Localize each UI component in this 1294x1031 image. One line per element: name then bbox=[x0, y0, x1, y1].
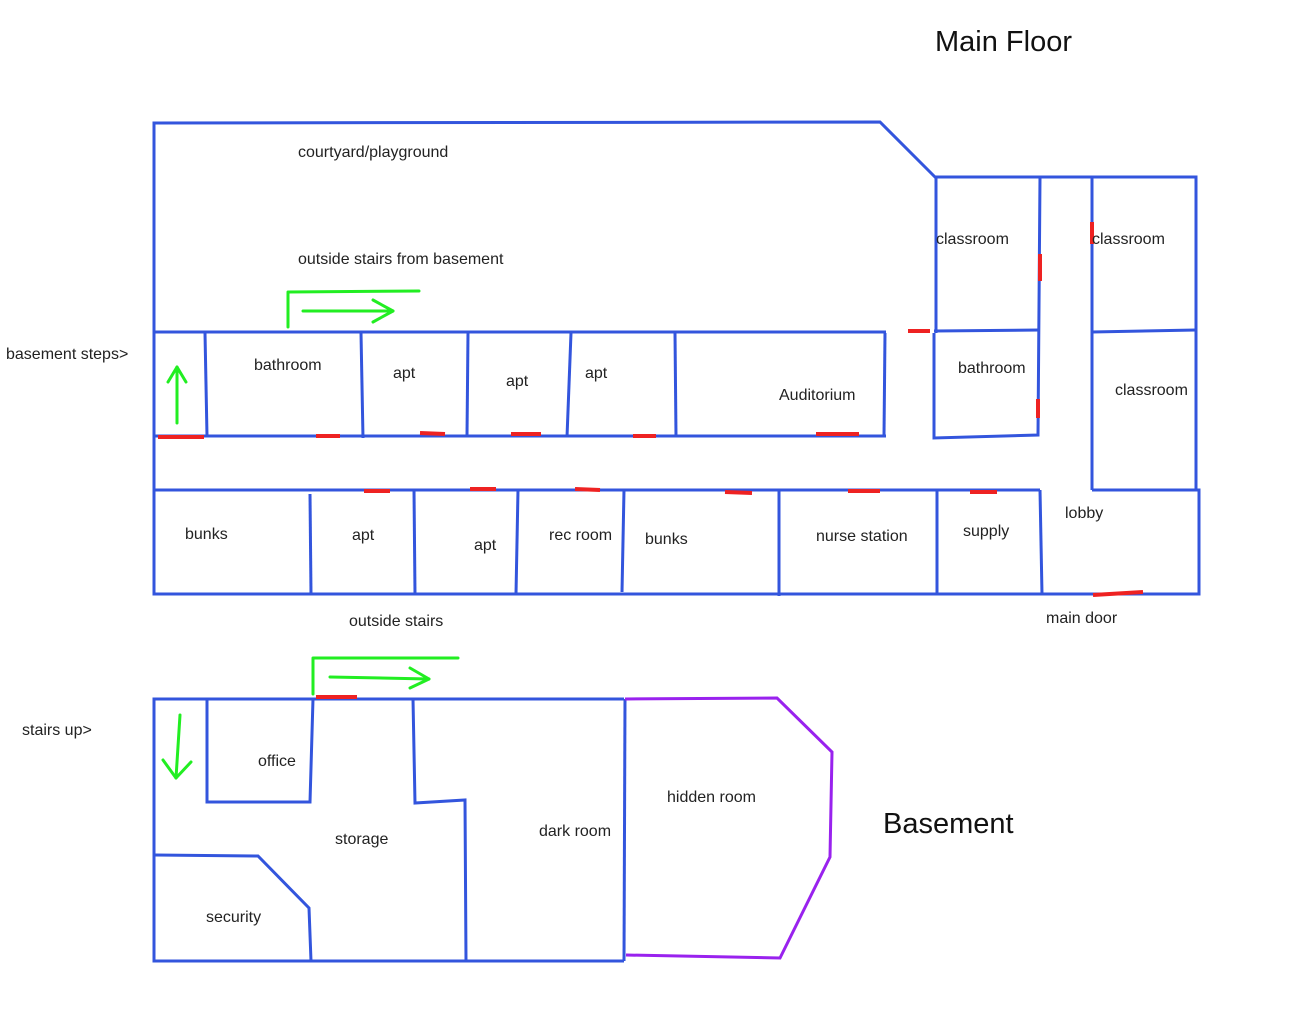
outside-stairs-basement-arrowhead-icon bbox=[371, 298, 395, 324]
room-rec-room: rec room bbox=[549, 527, 613, 544]
wall-apt-auditorium bbox=[673, 332, 678, 437]
door-rec-room bbox=[574, 487, 601, 492]
door-bunks-2 bbox=[724, 490, 753, 495]
room-apt-2: apt bbox=[506, 373, 529, 390]
door-apt-1 bbox=[419, 431, 446, 436]
storage-east-wall bbox=[411, 698, 468, 962]
door-main bbox=[1092, 590, 1144, 597]
hidden-room-walls bbox=[624, 696, 834, 960]
arrow-down-icon bbox=[161, 758, 193, 780]
wall-apt-apt bbox=[465, 332, 470, 437]
room-lobby: lobby bbox=[1065, 505, 1104, 522]
office-walls bbox=[205, 698, 315, 804]
room-apt-4: apt bbox=[352, 527, 375, 544]
arrow-right-icon bbox=[408, 666, 431, 690]
outside-stairs-basement-bracket bbox=[286, 289, 421, 329]
room-apt-5: apt bbox=[474, 537, 497, 554]
room-storage: storage bbox=[335, 831, 389, 848]
outside-stairs-label: outside stairs bbox=[349, 613, 444, 630]
room-bathroom-right: bathroom bbox=[958, 360, 1026, 377]
room-security: security bbox=[206, 909, 262, 926]
room-apt-1: apt bbox=[393, 365, 416, 382]
main-floor-title: Main Floor bbox=[935, 26, 1072, 58]
wall-apt-rec bbox=[514, 489, 520, 595]
arrow-up-icon bbox=[166, 365, 188, 384]
wall-apt-apt-south bbox=[412, 489, 417, 595]
room-bunks-2: bunks bbox=[645, 531, 688, 548]
courtyard-label: courtyard/playground bbox=[298, 144, 449, 161]
room-hidden-room: hidden room bbox=[667, 789, 756, 806]
wall-rec-bunks bbox=[620, 489, 626, 593]
wall-stair-bathroom bbox=[203, 332, 209, 437]
basement-outline bbox=[152, 697, 624, 963]
wall-classroom-classroom bbox=[1091, 328, 1197, 334]
room-classroom-3: classroom bbox=[1115, 382, 1188, 399]
courtyard-wall bbox=[152, 120, 938, 333]
room-supply: supply bbox=[963, 523, 1010, 540]
room-bathroom-left: bathroom bbox=[254, 357, 322, 374]
room-nurse-station: nurse station bbox=[816, 528, 908, 545]
basement-stair-arrows bbox=[161, 656, 460, 780]
outside-stairs-arrow-shaft bbox=[328, 675, 431, 681]
wall-bunks-apt bbox=[308, 493, 313, 595]
stairs-up-label: stairs up> bbox=[22, 722, 92, 739]
wall-dark-hidden bbox=[622, 698, 627, 962]
wall-apt-apt-2 bbox=[565, 332, 573, 438]
basement-title: Basement bbox=[883, 808, 1014, 840]
security-walls bbox=[154, 853, 313, 962]
room-classroom-1: classroom bbox=[936, 231, 1009, 248]
main-door-label: main door bbox=[1046, 610, 1118, 627]
room-bunks-1: bunks bbox=[185, 526, 228, 543]
room-classroom-2: classroom bbox=[1092, 231, 1165, 248]
main-floor-doors bbox=[158, 222, 1144, 597]
wall-classroom-bathroom bbox=[933, 328, 1041, 333]
bathroom-right-walls bbox=[932, 176, 1042, 440]
outside-stairs-from-basement-label: outside stairs from basement bbox=[298, 251, 504, 268]
room-dark-room: dark room bbox=[539, 823, 612, 840]
main-floor-stair-arrows bbox=[166, 289, 421, 425]
room-office: office bbox=[258, 753, 296, 770]
stairs-up-arrow-shaft bbox=[174, 713, 182, 780]
wall-auditorium-east bbox=[882, 332, 887, 437]
basement-steps-label: basement steps> bbox=[6, 346, 129, 363]
wall-bathroom-apt bbox=[359, 332, 365, 439]
wall-supply-lobby bbox=[1038, 489, 1044, 595]
room-apt-3: apt bbox=[585, 365, 608, 382]
basement-walls bbox=[152, 697, 627, 963]
outside-stairs-bracket bbox=[311, 656, 460, 696]
room-auditorium: Auditorium bbox=[779, 387, 856, 404]
